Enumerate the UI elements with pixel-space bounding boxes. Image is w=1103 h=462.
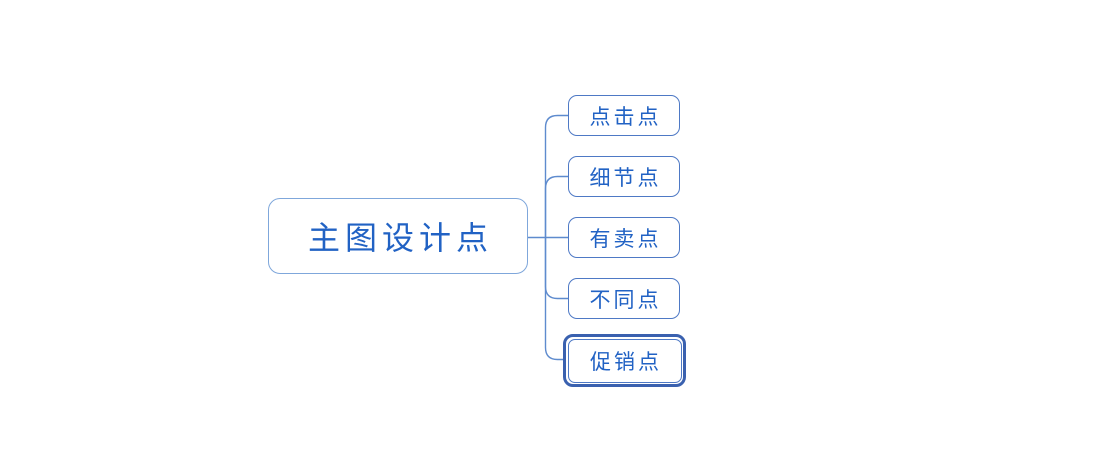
child-node-1-label: 点击点 xyxy=(589,104,662,129)
child-node-3[interactable]: 有卖点 xyxy=(568,217,680,258)
root-node[interactable]: 主图设计点 xyxy=(268,198,528,274)
child-node-1[interactable]: 点击点 xyxy=(568,95,680,136)
selection-frame: 促销点 xyxy=(563,334,686,387)
connector-to-child-4 xyxy=(544,236,569,300)
child-node-2-label: 细节点 xyxy=(589,165,662,190)
child-node-4-label: 不同点 xyxy=(589,287,662,312)
child-node-4[interactable]: 不同点 xyxy=(568,278,680,319)
child-node-3-label: 有卖点 xyxy=(589,226,662,251)
connector-to-child-2 xyxy=(544,175,569,239)
connector-to-child-1 xyxy=(544,114,569,239)
child-node-5-selected[interactable]: 促销点 xyxy=(567,338,682,383)
connector-to-child-5 xyxy=(544,236,564,361)
child-node-2[interactable]: 细节点 xyxy=(568,156,680,197)
root-node-label: 主图设计点 xyxy=(307,220,493,256)
child-node-5-label: 促销点 xyxy=(590,349,662,374)
